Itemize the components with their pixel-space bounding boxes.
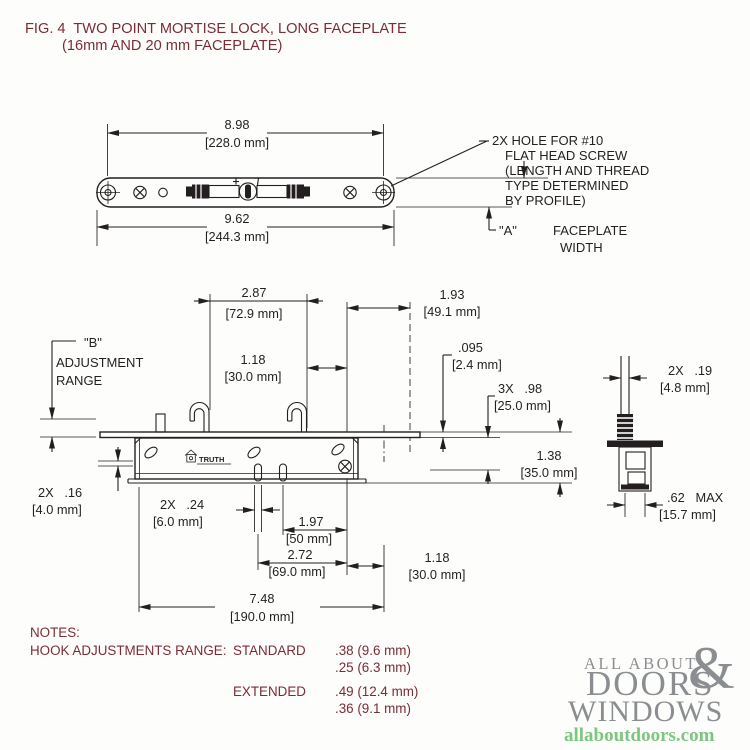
latch-post [155,413,166,433]
faceplate-top-view: 8.98 [228.0 mm] [96,117,649,255]
dim-62max-mm: [15.7 mm] [659,507,716,522]
logo-windows: WINDOWS [568,695,724,728]
notes-standard-value-1: .38 (9.6 mm) [335,643,411,658]
truth-logo-text: TRUTH [199,455,224,464]
figure-title-line1: FIG. 4 TWO POINT MORTISE LOCK, LONG FACE… [25,21,407,37]
screw-icon [343,185,357,200]
dim-1-18-top-in: 1.18 [241,352,266,367]
dim-2-72-in: 2.72 [288,547,313,562]
hook-bolt [189,401,210,432]
dim-2-72-mm: [69.0 mm] [269,564,326,579]
dim-095-mm: [2.4 mm] [452,357,502,372]
b-ref-desc1: ADJUSTMENT [56,355,143,370]
a-ref-desc2: WIDTH [560,240,603,255]
logo-ampersand: & [688,635,735,701]
dim-2-87-mm: [72.9 mm] [226,306,283,321]
dim-9-62-mm: [244.3 mm] [205,229,269,244]
dim-1-93-in: 1.93 [440,287,465,302]
notes-extended-label: EXTENDED [233,684,306,699]
dim-1-97-in: 1.97 [299,514,324,529]
dim-1-38-mm: [35.0 mm] [521,465,578,480]
dim-1-38-in: 1.38 [537,448,562,463]
notes-extended-value-2: .36 (9.1 mm) [335,701,411,716]
dim-1-18-bot-mm: [30.0 mm] [409,567,466,582]
dim-3x98-mm: [25.0 mm] [494,398,551,413]
truth-logo: TRUTH [184,449,231,465]
dim-62max-in: .62 MAX [667,490,724,505]
dim-7-48-mm: [190.0 mm] [230,609,294,624]
dim-2x16-mm: [4.0 mm] [32,502,82,517]
notes-extended-value-1: .49 (12.4 mm) [335,684,418,699]
hook-bolt [286,401,308,432]
notes-section: NOTES: HOOK ADJUSTMENTS RANGE: STANDARD … [30,625,418,716]
dim-2x19-in: 2X .19 [668,363,712,378]
a-ref-desc1: FACEPLATE [553,223,628,238]
b-ref-desc2: RANGE [56,373,103,388]
dim-095-in: .095 [458,340,483,355]
a-ref-label: "A" [499,223,517,238]
logo-website: allaboutdoors.com [564,725,715,746]
callout-line1: 2X HOLE FOR #10 [492,133,603,148]
b-ref-label: "B" [84,335,102,350]
notes-heading: NOTES: [30,625,80,640]
dim-8-98-in: 8.98 [225,117,250,132]
all-about-doors-logo: ALL ABOUT & DOORS WINDOWS allaboutdoors.… [552,638,750,750]
dim-2x19-mm: [4.8 mm] [660,380,710,395]
lock-body-side-view: TRUTH "B" ADJUSTMENT RANGE 2X .16 [4.0 m… [32,285,577,624]
dim-3x98-in: 3X .98 [498,381,542,396]
dim-2x24-mm: [6.0 mm] [153,514,203,529]
dim-9-62-in: 9.62 [225,211,250,226]
callout-line4: TYPE DETERMINED [505,178,629,193]
figure-title-line2: (16mm AND 20 mm FACEPLATE) [62,38,282,54]
dim-7-48-in: 7.48 [250,591,275,606]
notes-standard-label: STANDARD [233,643,306,658]
dim-2x16-in: 2X .16 [38,485,82,500]
lock-end-view: 2X .19 [4.8 mm] .62 MAX [15.7 mm] [603,356,724,522]
dim-1-18-top-mm: [30.0 mm] [225,369,282,384]
screw-icon [133,185,147,200]
dim-2-87-in: 2.87 [242,285,267,300]
notes-label: HOOK ADJUSTMENTS RANGE: [30,643,226,658]
callout-line3: (LENGTH AND THREAD [505,163,649,178]
screw-icon [338,459,352,474]
logo-all-about: ALL ABOUT [584,654,699,673]
logo-doors: DOORS [586,664,715,703]
dim-2x24-in: 2X .24 [160,497,204,512]
dim-1-97-mm: [50 mm] [286,531,332,546]
adjustment-mechanism [186,177,310,201]
dim-8-98-mm: [228.0 mm] [205,135,269,150]
callout-line5: BY PROFILE) [505,193,586,208]
dim-1-18-bot-in: 1.18 [425,550,450,565]
callout-line2: FLAT HEAD SCREW [505,148,628,163]
notes-standard-value-2: .25 (6.3 mm) [335,660,411,675]
dim-1-93-mm: [49.1 mm] [424,304,481,319]
